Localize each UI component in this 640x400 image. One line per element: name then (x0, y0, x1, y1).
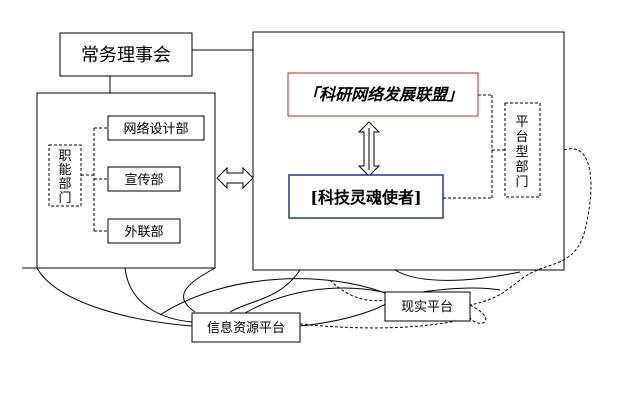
external-label: 外联部 (124, 225, 163, 240)
connector-curve-4 (229, 269, 301, 313)
connector-curve-7 (299, 299, 389, 327)
platform-dept-label: 平台型部门 (515, 115, 528, 190)
connector-platform-bracket (443, 94, 505, 199)
connector-curve-2 (124, 267, 193, 323)
connector-dashed-curve-3 (329, 279, 386, 302)
functional-dept-node: 职能部门 (48, 144, 82, 207)
info-platform-label: 信息资源平台 (207, 320, 285, 336)
connector-dashed-curve-2 (469, 304, 487, 324)
connector-curve-1 (36, 267, 193, 327)
double-arrow-horizontal-icon (216, 166, 254, 190)
research-alliance-label: 「科研网络发展联盟」 (303, 85, 463, 104)
connector-curve-3 (183, 267, 216, 313)
council-label: 常务理事会 (81, 45, 171, 66)
tech-soul-node: [科技灵魂使者] (288, 174, 444, 219)
research-alliance-node: 「科研网络发展联盟」 (287, 72, 479, 117)
network-design-node: 网络设计部 (107, 115, 205, 141)
real-platform-label: 现实平台 (401, 300, 453, 315)
publicity-node: 宣传部 (107, 166, 181, 192)
tech-soul-label: [科技灵魂使者] (310, 188, 421, 207)
connector-curve-8 (394, 269, 521, 281)
network-design-label: 网络设计部 (123, 121, 188, 137)
connector-dashed-curve-1 (299, 317, 471, 329)
council-node: 常务理事会 (59, 32, 193, 77)
connector-dept-bracket (81, 127, 108, 232)
publicity-label: 宣传部 (124, 172, 163, 188)
functional-dept-label: 职能部门 (58, 149, 71, 206)
platform-dept-node: 平台型部门 (504, 102, 541, 198)
connector-curve-5 (159, 278, 386, 316)
info-platform-node: 信息资源平台 (191, 312, 301, 343)
connector-curve-6 (244, 287, 396, 314)
real-platform-node: 现实平台 (384, 291, 471, 322)
external-node: 外联部 (107, 218, 181, 244)
